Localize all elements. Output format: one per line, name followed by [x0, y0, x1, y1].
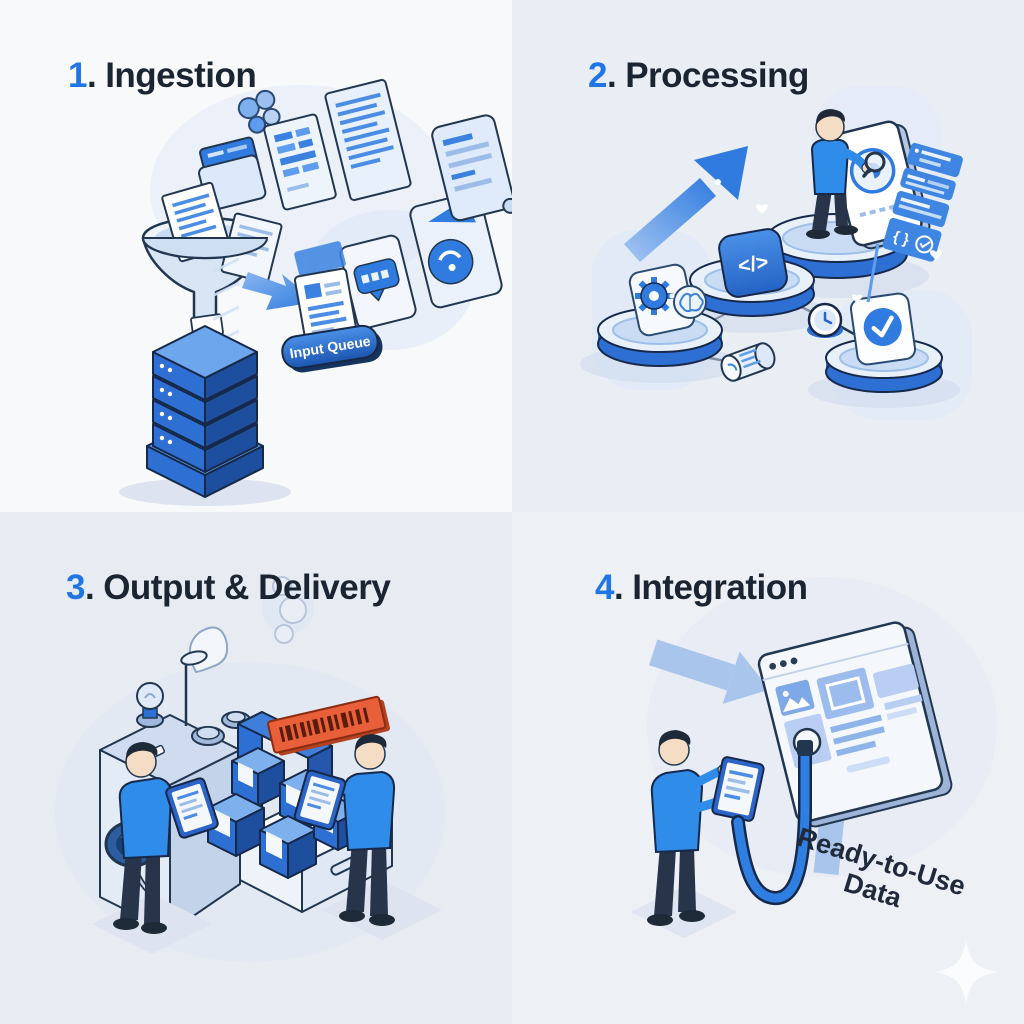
text-document-icon	[324, 78, 412, 202]
worker-figure	[630, 730, 765, 938]
code-panel-icon: { }	[882, 142, 963, 262]
section-label: Ingestion	[105, 56, 257, 95]
worker-figure	[293, 734, 442, 940]
worker-figure	[92, 742, 219, 954]
title-dot: .	[613, 568, 624, 607]
quadrant-integration: 4.Integration	[512, 512, 1024, 1024]
section-title-output: 3.Output & Delivery	[66, 568, 391, 607]
funnel-icon	[141, 181, 283, 339]
section-number: 4	[595, 568, 614, 607]
section-label: Integration	[632, 568, 808, 607]
gear-icon	[635, 277, 673, 315]
output-delivery-illustration	[55, 576, 445, 962]
clock-icon	[807, 302, 843, 338]
magnifier-icon	[862, 151, 886, 178]
card-icon	[294, 241, 346, 277]
inflow-arrow-icon	[649, 639, 770, 704]
form-document-icon	[263, 113, 337, 211]
check-shield-icon	[849, 292, 917, 366]
sparkle-icon	[934, 940, 998, 1004]
server-stack-icon	[119, 257, 291, 506]
browser-window-icon	[757, 621, 953, 828]
device-icon	[431, 114, 512, 222]
bulb-icon	[136, 682, 164, 728]
section-number: 3	[66, 568, 85, 607]
barcode-banner-icon	[267, 695, 390, 756]
title-dot: .	[86, 56, 97, 95]
drip-line	[866, 243, 880, 303]
braces-glyph: { }	[891, 228, 911, 249]
title-dot: .	[606, 56, 617, 95]
quadrant-ingestion: 1.Ingestion	[0, 0, 512, 512]
section-title-integration: 4.Integration	[595, 570, 808, 605]
tablet-icon	[293, 769, 347, 831]
integration-illustration	[630, 577, 998, 1004]
section-label: Output & Delivery	[103, 568, 391, 607]
cable-plug-icon	[731, 740, 813, 905]
queued-document-icon	[293, 267, 359, 347]
photo-tile-icon	[775, 679, 815, 716]
section-label: Processing	[625, 56, 809, 95]
log-cylinder-icon	[720, 342, 776, 382]
quadrant-output-delivery: 3.Output & Delivery	[0, 512, 512, 1024]
gear-icon	[237, 89, 281, 134]
quadrant-processing: 2.Processing	[512, 0, 1024, 512]
steam-icon	[272, 576, 307, 644]
file-badge-icon	[339, 234, 417, 330]
worker-figure	[806, 109, 886, 239]
heart-sparkles	[669, 137, 942, 303]
gear-badge-icon	[628, 263, 707, 337]
tablet-icon	[165, 777, 219, 839]
section-title-ingestion: 1.Ingestion	[68, 56, 257, 95]
processing-illustration: </>	[580, 86, 972, 420]
brain-icon	[673, 285, 707, 319]
section-number: 1	[68, 56, 87, 95]
document-icons	[198, 78, 512, 330]
ingestion-illustration: Input Queue	[119, 78, 512, 506]
growth-arrow-icon	[624, 146, 748, 262]
input-queue-pill: Input Queue	[281, 324, 383, 373]
section-title-processing: 2.Processing	[588, 58, 809, 93]
title-dot: .	[84, 568, 95, 607]
code-badge-icon: </>	[718, 228, 788, 298]
tablet-icon	[711, 756, 765, 822]
spoon-gauge-icon	[180, 650, 208, 726]
section-number: 2	[588, 56, 607, 95]
code-glyph: </>	[736, 251, 770, 279]
